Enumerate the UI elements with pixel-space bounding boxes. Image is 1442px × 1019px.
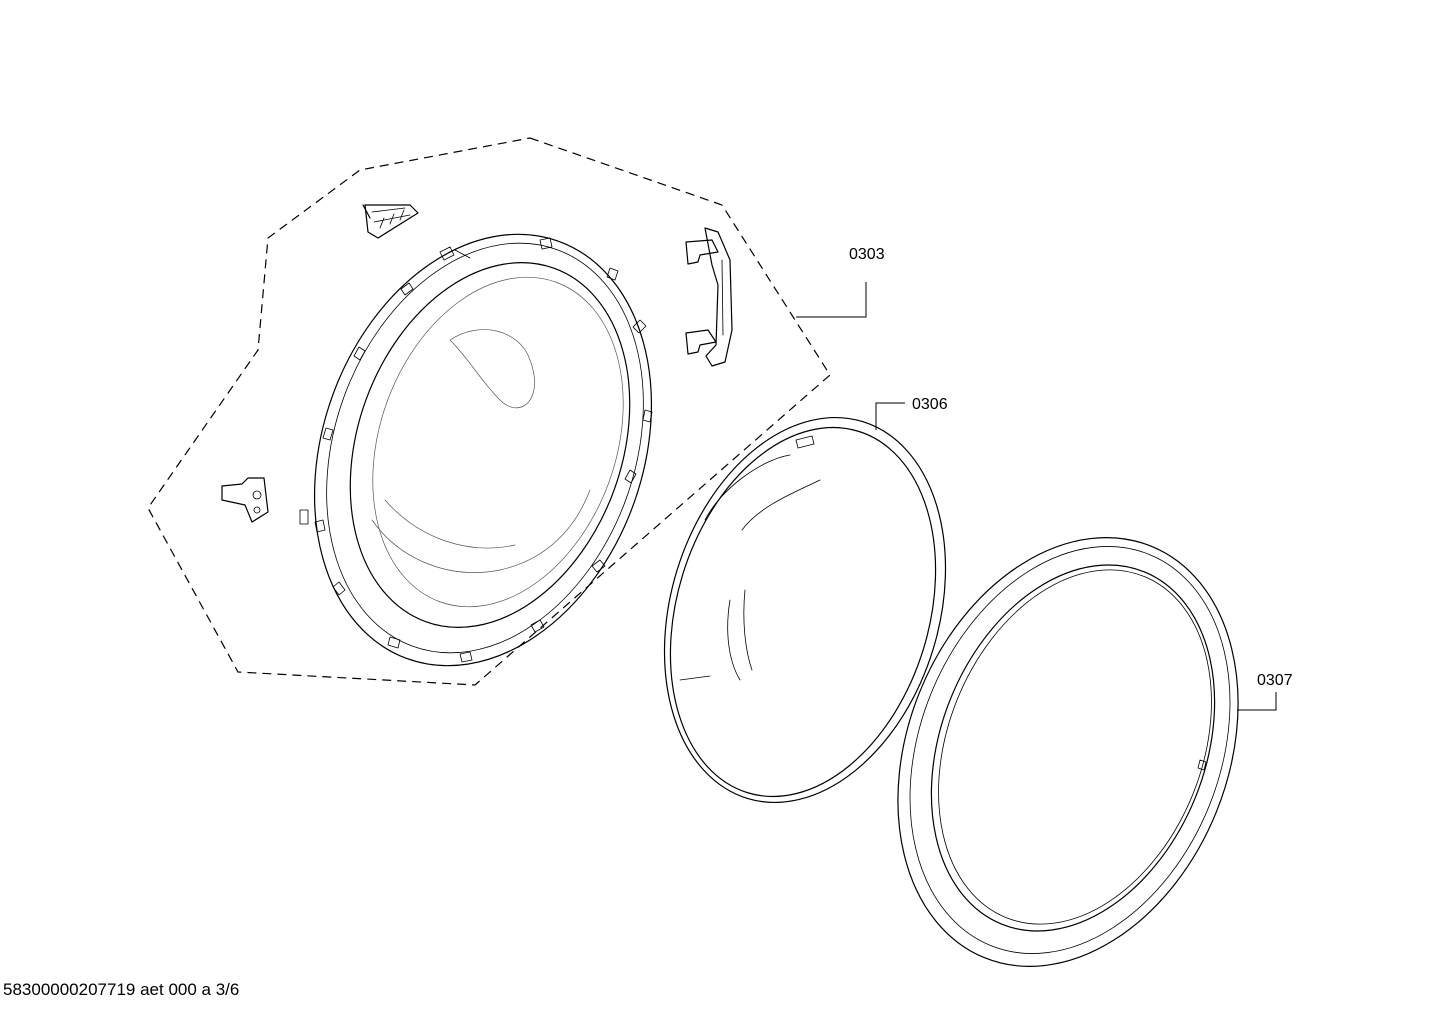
callout-leader-0307 (1237, 692, 1277, 711)
door-lock-hook[interactable] (685, 227, 733, 367)
hinge-bracket-bottom[interactable] (221, 477, 269, 523)
hinge-bracket-top[interactable] (362, 204, 419, 239)
callout-leader-0303 (796, 282, 867, 318)
callout-label-0303: 0303 (849, 246, 885, 263)
drawing-reference-code: 58300000207719 aet 000 a 3/6 (3, 980, 240, 999)
callout-label-0306: 0306 (912, 396, 948, 413)
door-inner-frame[interactable] (257, 187, 710, 714)
door-outer-ring[interactable] (836, 486, 1299, 1018)
door-glass[interactable] (619, 382, 990, 837)
callout-label-0307: 0307 (1257, 672, 1293, 689)
assembly-group-outline (147, 137, 831, 686)
callout-leader-0306 (875, 402, 905, 430)
